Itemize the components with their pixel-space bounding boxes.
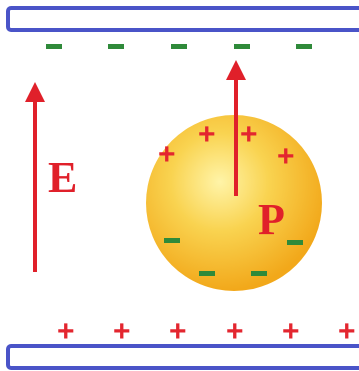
minus-sign <box>287 240 303 245</box>
plus-sign: + <box>158 138 176 171</box>
field-label: E <box>48 153 77 202</box>
bottom-positive-charges: + + + + + + <box>57 315 356 348</box>
minus-sign <box>108 44 124 49</box>
bottom-plate <box>8 346 359 368</box>
minus-sign <box>164 238 180 243</box>
polarization-label: P <box>258 195 285 244</box>
plus-sign: + <box>226 315 244 348</box>
top-plate <box>8 8 359 30</box>
top-negative-charges <box>46 44 312 49</box>
plus-sign: + <box>282 315 300 348</box>
minus-sign <box>171 44 187 49</box>
plus-sign: + <box>57 315 75 348</box>
plus-sign: + <box>277 140 295 173</box>
minus-sign <box>251 271 267 276</box>
plus-sign: + <box>338 315 356 348</box>
plus-sign: + <box>198 118 216 151</box>
minus-sign <box>234 44 250 49</box>
plus-sign: + <box>169 315 187 348</box>
minus-sign <box>199 271 215 276</box>
plus-sign: + <box>113 315 131 348</box>
plus-sign: + <box>240 118 258 151</box>
minus-sign <box>46 44 62 49</box>
minus-sign <box>296 44 312 49</box>
